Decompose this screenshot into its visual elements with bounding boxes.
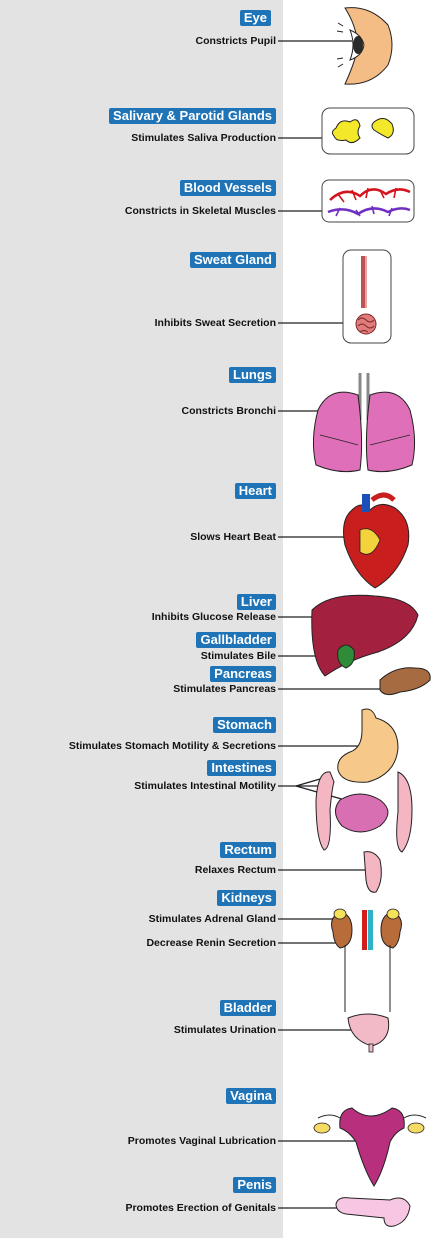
liver-icon [312, 595, 418, 676]
kidneys-icon [332, 909, 402, 1012]
lungs-icon [313, 373, 414, 472]
intestines-icon [316, 772, 412, 852]
penis-icon [336, 1198, 410, 1227]
bladder-icon [348, 1014, 389, 1052]
salivary-glands-icon [322, 108, 414, 154]
pancreas-icon [380, 668, 430, 695]
eye-icon [337, 8, 392, 85]
vagina-icon [314, 1108, 426, 1186]
rectum-icon [364, 852, 381, 893]
blood-vessels-icon [322, 180, 414, 222]
heart-icon [344, 494, 409, 588]
sweat-gland-icon [343, 250, 391, 343]
